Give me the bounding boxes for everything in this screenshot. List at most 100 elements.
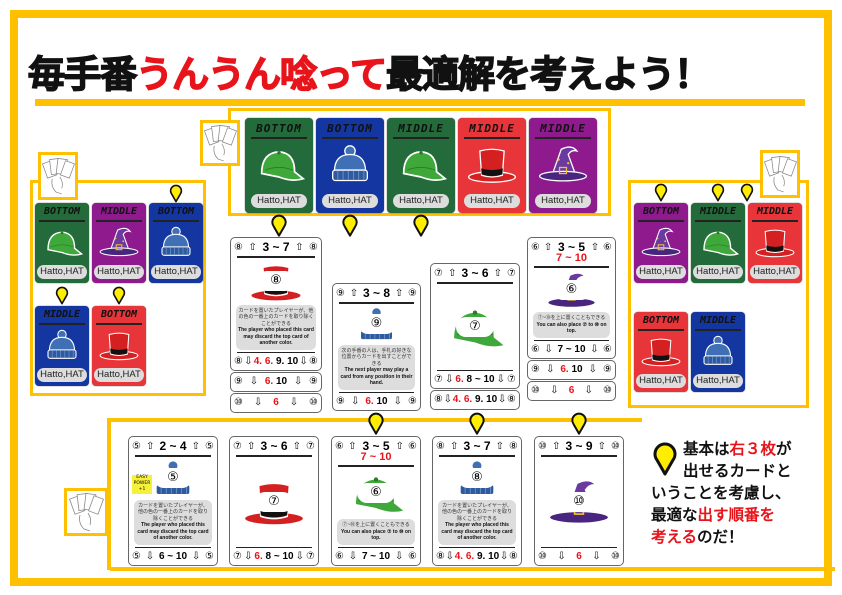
card-footer: ⑤⇩6 ~ 10⇩⑤ — [132, 550, 214, 563]
effect-en: The player who placed this card may disc… — [137, 522, 209, 541]
card-number-oval: ⑥ — [357, 482, 395, 503]
range-primary: 3 ~ 9 — [565, 439, 593, 453]
center-pile-top-card[interactable]: ⑨⇧ 3 ~ 8 ⇧⑨ ⑨ 次の手番の人は、手札の好きな位置からカードを出すこと… — [332, 283, 421, 411]
card-number: ⑩ — [603, 385, 612, 396]
stacked-card[interactable]: ⑨⇩6. 10⇩⑨ — [230, 372, 322, 392]
tophat-hat-icon — [755, 229, 795, 258]
card-footer: ⑩⇩6⇩⑩ — [531, 384, 612, 397]
stack-range: 6. 10 — [560, 363, 582, 376]
right-player-card[interactable]: MIDDLE Hatto,HAT — [691, 312, 745, 392]
up-arrow-icon: ⇧ — [493, 268, 502, 279]
left-player-card[interactable]: BOTTOM Hatto,HAT — [92, 306, 146, 386]
divider — [439, 546, 515, 548]
range-primary: 3 ~ 5 — [362, 439, 390, 453]
left-player-card[interactable]: BOTTOM Hatto,HAT — [149, 203, 203, 283]
divider — [153, 220, 199, 222]
down-arrow-icon: ⇩ — [295, 551, 304, 562]
own-hand-card[interactable]: ⑤⇧ 2 ~ 4 ⇧⑤ ⑤ カードを置いたプレイヤーが、他の色の一番上のカードを… — [128, 436, 218, 566]
card-number: ⑨ — [531, 364, 540, 375]
stacked-card[interactable]: ⑨⇩6. 10⇩⑨ — [527, 360, 616, 380]
card-number-oval: ⑤ — [154, 468, 192, 488]
card-number: ⑨ — [336, 396, 345, 407]
playable-marker-pin-icon — [468, 411, 486, 435]
divider — [393, 137, 449, 139]
divider — [237, 351, 315, 353]
value-part: 4. 6. — [452, 394, 473, 405]
up-arrow-icon: ⇧ — [191, 441, 200, 452]
right-player-card[interactable]: MIDDLE Hatto,HAT — [691, 203, 745, 283]
explanation-line: 最適な出す順番を — [651, 504, 821, 526]
hand-of-cards-icon — [41, 158, 75, 195]
explanation-text: 基本は右３枚が出せるカードということを考慮し、最適な出す順番を考えるのだ！ — [651, 438, 821, 548]
field-card[interactable]: MIDDLE Hatto,HAT — [458, 118, 526, 213]
value-part: 10 — [568, 364, 583, 375]
effect-en: You can also place ⑦ to ⑩ on top. — [341, 528, 411, 542]
card-number: ⑩ — [538, 551, 547, 562]
field-card[interactable]: BOTTOM Hatto,HAT — [245, 118, 313, 213]
value-part: 6. — [455, 374, 464, 385]
center-pile-top-card[interactable]: ⑧⇧ 3 ~ 7 ⇧⑧ ⑧ カードを置いたプレイヤーが、他の色の一番上のカードを… — [230, 237, 322, 371]
stacked-card[interactable]: ⑧⇩4. 6. 9. 10⇩⑧ — [430, 390, 520, 410]
card-name: Hatto,HAT — [151, 265, 201, 279]
right-player-card[interactable]: BOTTOM Hatto,HAT — [634, 312, 688, 392]
title-underline — [35, 99, 805, 106]
divider — [135, 455, 211, 457]
range-primary: 3 ~ 8 — [362, 286, 391, 300]
divider — [541, 546, 617, 548]
card-number: ⑦ — [434, 374, 443, 385]
card-number-oval: ⑥ — [552, 279, 591, 300]
card-name: Hatto,HAT — [94, 265, 144, 279]
divider — [541, 455, 617, 457]
left-player-card[interactable]: MIDDLE Hatto,HAT — [35, 306, 89, 386]
card-name: Hatto,HAT — [251, 194, 307, 208]
card-header: ⑦⇧ 3 ~ 6 ⇧⑦ — [434, 267, 516, 280]
center-pile-top-card[interactable]: ⑦⇧ 3 ~ 6 ⇧⑦ ⑦ ⑦⇩6. 8 ~ 10⇩⑦ — [430, 263, 520, 389]
down-arrow-icon: ⇩ — [293, 376, 303, 387]
value-part: 6. — [254, 551, 263, 562]
own-hand-card[interactable]: ⑩⇧ 3 ~ 9 ⇧⑩ ⑩ ⑩⇩6⇩⑩ — [534, 436, 624, 566]
stacked-card[interactable]: ⑩⇩6⇩⑩ — [230, 393, 322, 413]
own-hand-card[interactable]: ⑧⇧ 3 ~ 7 ⇧⑧ ⑧ カードを置いたプレイヤーが、他の色の一番上のカードを… — [432, 436, 522, 566]
card-position-label: BOTTOM — [43, 206, 81, 217]
right-player-hand-area — [628, 180, 809, 408]
card-number: ⑧ — [309, 242, 318, 253]
card-number: ⑩ — [234, 397, 243, 408]
field-card[interactable]: MIDDLE Hatto,HAT — [387, 118, 455, 213]
card-number: ⑥ — [531, 344, 540, 355]
card-number: ⑦ — [507, 268, 516, 279]
card-position-label: MIDDLE — [398, 122, 444, 135]
value-part: 9. 10 — [273, 356, 299, 367]
divider — [339, 391, 414, 393]
field-hand-icon-box — [200, 120, 240, 166]
card-number: ⑨ — [336, 288, 345, 299]
card-number: ⑤ — [205, 551, 214, 562]
down-arrow-icon: ⇩ — [145, 551, 155, 562]
right-player-card[interactable]: MIDDLE Hatto,HAT — [748, 203, 802, 283]
stack-range: 7 ~ 10 — [557, 343, 585, 356]
value-part: 6 — [273, 397, 279, 408]
left-player-card[interactable]: BOTTOM Hatto,HAT — [35, 203, 89, 283]
card-position-label: BOTTOM — [327, 122, 373, 135]
stacked-card[interactable]: ⑩⇩6⇩⑩ — [527, 381, 616, 401]
card-number-oval: ⑩ — [560, 491, 598, 512]
card-number: ⑧ — [436, 551, 445, 562]
divider — [638, 220, 684, 222]
explanation-line: 基本は右３枚が — [651, 438, 821, 460]
card-name: Hatto,HAT — [322, 194, 378, 208]
own-hand-card[interactable]: ⑦⇧ 3 ~ 6 ⇧⑦ ⑦ ⑦⇩6. 8 ~ 10⇩⑦ — [229, 436, 319, 566]
card-position-label: BOTTOM — [642, 315, 680, 326]
card-number-oval: ⑧ — [257, 271, 295, 291]
stack-range: 6 — [576, 550, 582, 563]
card-footer: ⑨⇩6. 10⇩⑨ — [531, 363, 612, 376]
card-header: ⑤⇧ 2 ~ 4 ⇧⑤ — [132, 440, 214, 453]
own-hand-left-line — [107, 418, 111, 570]
left-player-card[interactable]: MIDDLE Hatto,HAT — [92, 203, 146, 283]
field-card[interactable]: BOTTOM Hatto,HAT — [316, 118, 384, 213]
right-player-card[interactable]: BOTTOM Hatto,HAT — [634, 203, 688, 283]
range-primary: 2 ~ 4 — [159, 439, 187, 453]
field-card[interactable]: MIDDLE Hatto,HAT — [529, 118, 597, 213]
divider — [135, 546, 211, 548]
title-part-1: 毎手番 — [27, 52, 138, 97]
